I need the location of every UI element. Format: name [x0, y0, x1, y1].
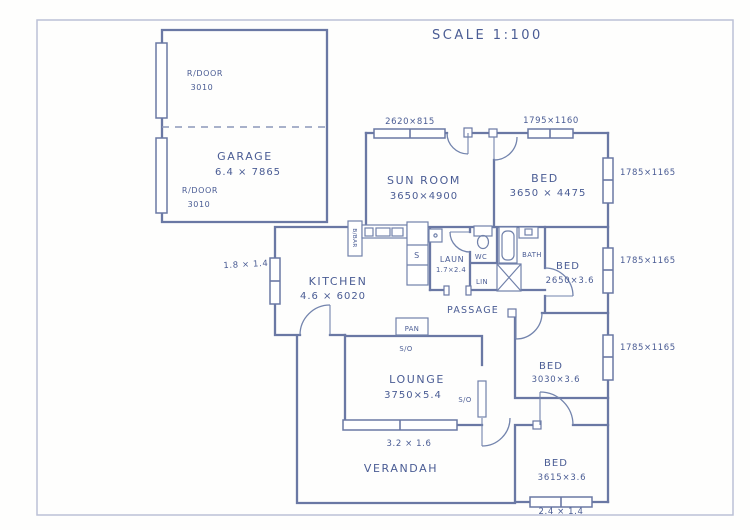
- kitchen-label: KITCHEN: [309, 275, 368, 288]
- rdoor-top-label: R/DOOR: [187, 69, 223, 78]
- roller-door-top: [155, 42, 168, 119]
- bed2-label: BED: [556, 261, 580, 272]
- bath-label: BATH: [522, 251, 542, 259]
- bed1-label: BED: [531, 172, 559, 185]
- rdoor-bottom-label: R/DOOR: [182, 186, 218, 195]
- doors: [299, 127, 574, 447]
- breakfast-bar-label: B/BAR: [351, 228, 357, 247]
- fixtures: [347, 220, 539, 418]
- linen-label: LIN: [476, 278, 488, 286]
- pantry-box: [395, 317, 429, 336]
- rdoor-top-size: 3010: [191, 83, 214, 92]
- rdoor-bottom-size: 3010: [188, 200, 211, 209]
- lounge-label: LOUNGE: [389, 373, 445, 386]
- sunroom-size: 3650×4900: [390, 191, 458, 202]
- east-window-top-dim: 1785×1165: [620, 168, 676, 178]
- bed4-label: BED: [544, 458, 568, 469]
- east-window-bottom-dim: 1785×1165: [620, 343, 676, 353]
- bed4-size: 3615×3.6: [538, 473, 587, 483]
- sink-bench: [406, 221, 429, 286]
- lounge-size: 3750×5.4: [384, 390, 442, 401]
- sink-label: S: [414, 251, 420, 260]
- east-window-mid-dim: 1785×1165: [620, 256, 676, 266]
- verandah-label: VERANDAH: [364, 462, 438, 475]
- garage-label: GARAGE: [217, 150, 273, 163]
- laundry-trough: [428, 228, 443, 243]
- sunroom-window-dim: 2620×815: [385, 117, 435, 127]
- bed2-size: 2650×3.6: [546, 276, 595, 286]
- bathtub: [498, 226, 518, 264]
- bed3-label: BED: [539, 361, 563, 372]
- sunroom-label: SUN ROOM: [387, 174, 461, 187]
- page-border: [36, 19, 734, 516]
- windows: [269, 128, 614, 508]
- kitchen-size: 4.6 × 6020: [300, 291, 366, 302]
- kitchen-window-dim: 1.8 × 1.4: [223, 259, 268, 271]
- toilet: [473, 225, 493, 250]
- pantry-label: PAN: [405, 325, 420, 333]
- garage-structure: [155, 28, 329, 224]
- lounge-window-dim: 3.2 × 1.6: [387, 439, 432, 449]
- bed1-size: 3650 × 4475: [510, 188, 587, 199]
- wc-label: WC: [475, 253, 487, 261]
- bed1-window-dim: 1795×1160: [523, 116, 579, 126]
- laundry-size: 1.7×2.4: [436, 266, 466, 274]
- sliding-door: [477, 380, 487, 418]
- slide-opening-2: S/O: [458, 396, 471, 404]
- roller-door-bottom: [155, 137, 168, 214]
- laundry-label: LAUN: [440, 255, 464, 264]
- shower: [496, 263, 522, 292]
- scale-title: SCALE 1:100: [432, 28, 543, 43]
- basin: [518, 226, 539, 239]
- bed3-size: 3030×3.6: [532, 375, 581, 385]
- passage-label: PASSAGE: [447, 305, 499, 316]
- bed4-window-dim: 2.4 × 1.4: [539, 507, 584, 517]
- slide-opening-1: S/O: [399, 345, 412, 353]
- garage-size: 6.4 × 7865: [215, 167, 281, 178]
